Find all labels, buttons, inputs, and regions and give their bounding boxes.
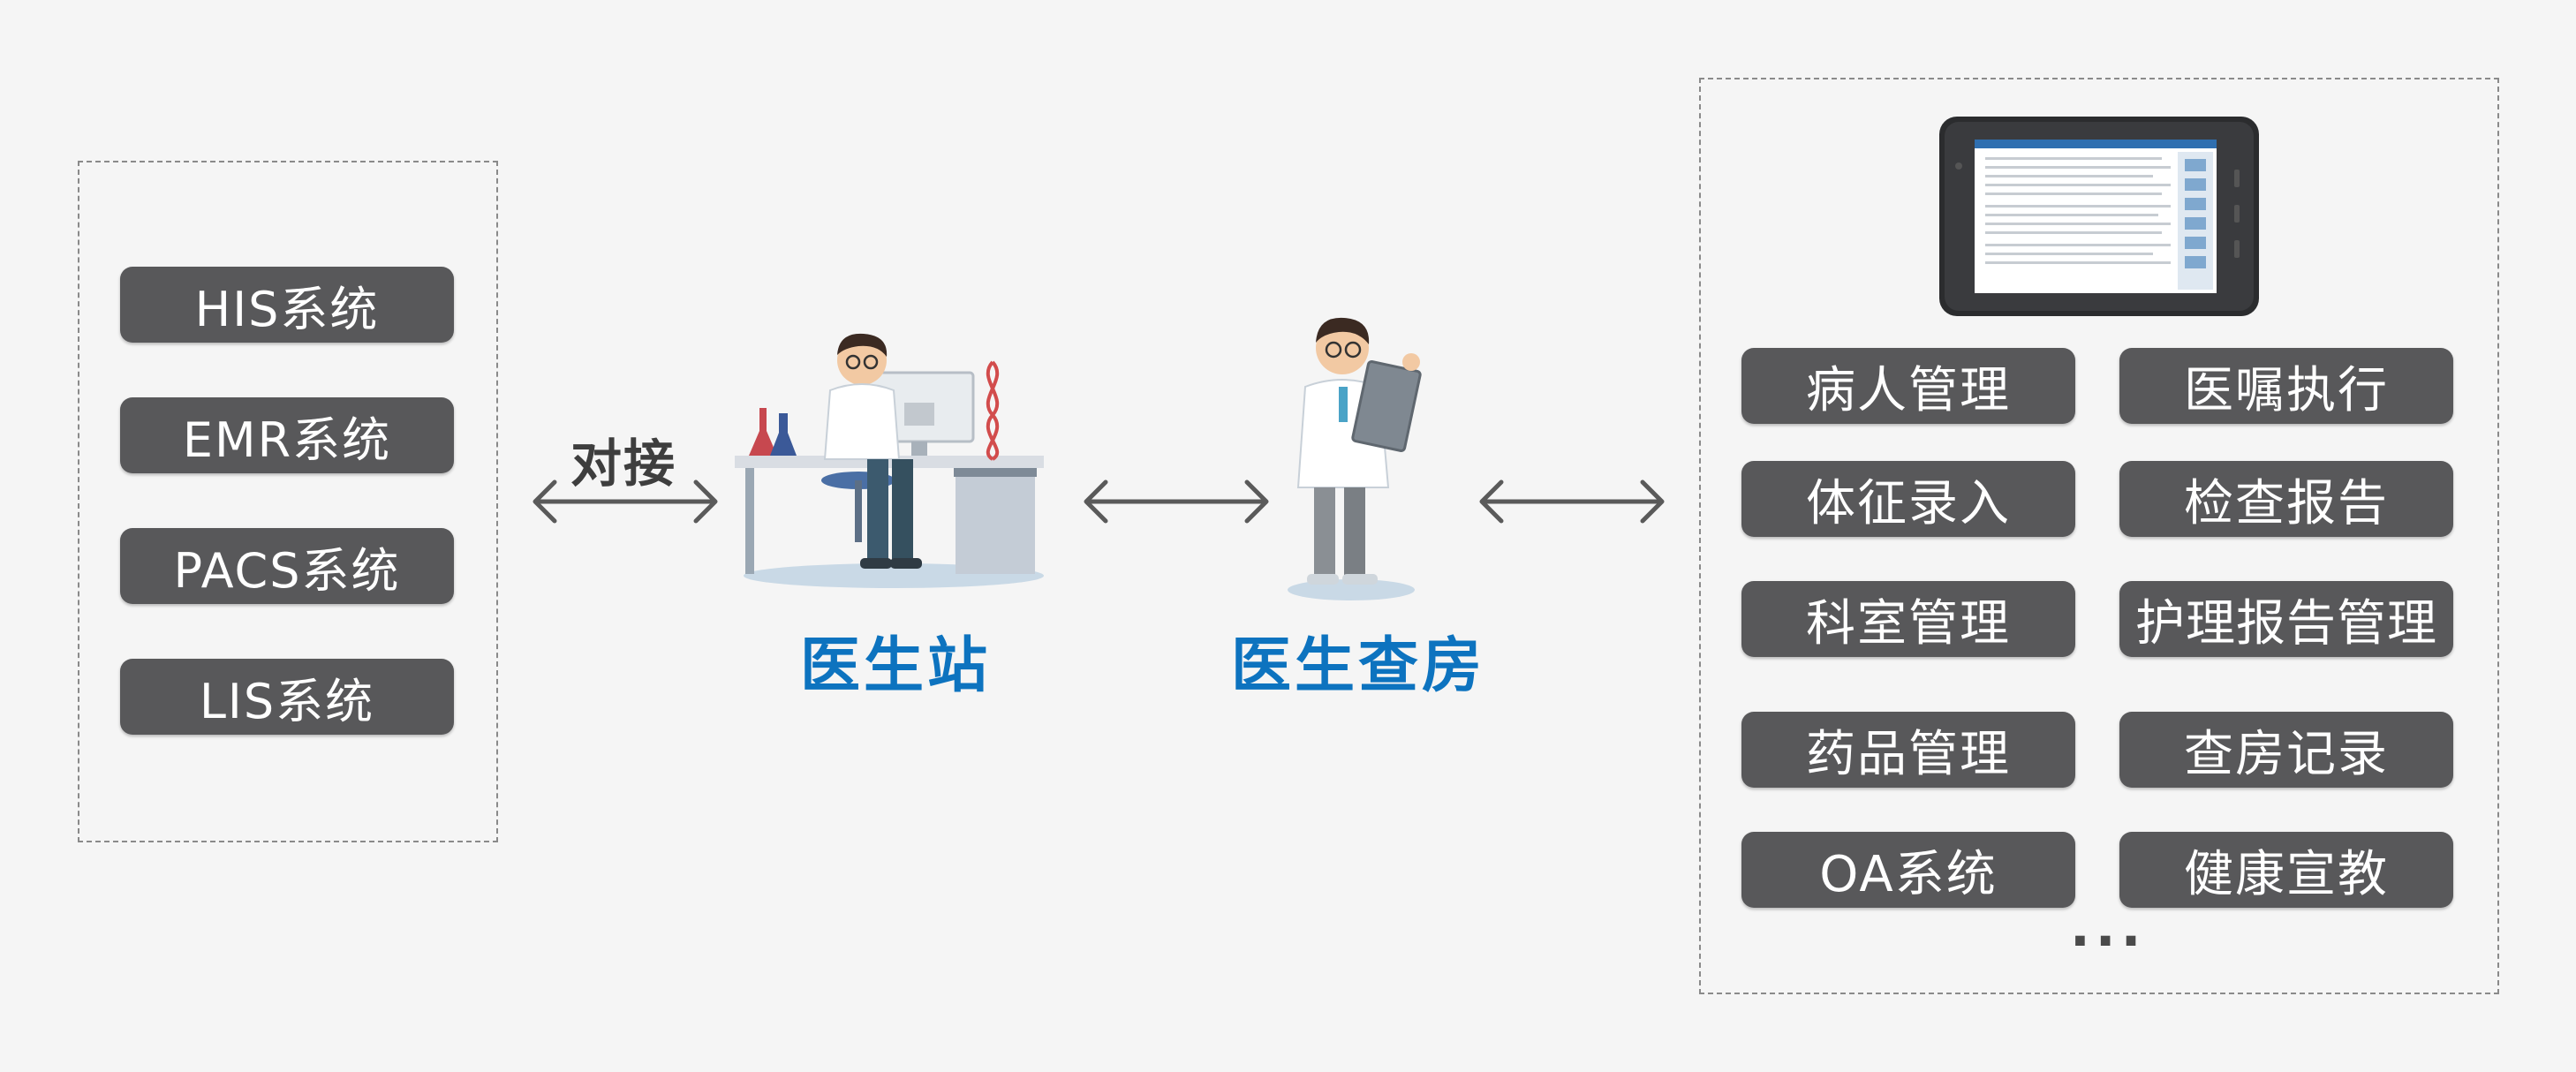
feature-exam-report: 检查报告 [2119, 461, 2453, 537]
doctor-station-label: 医生站 [800, 631, 992, 701]
system-his: HIS系统 [120, 267, 454, 343]
feature-nursing-report-management: 护理报告管理 [2119, 581, 2453, 657]
tablet-device-icon [1939, 117, 2259, 316]
doctor-with-clipboard-icon [1288, 317, 1422, 600]
feature-vital-signs-entry: 体征录入 [1741, 461, 2075, 537]
system-pacs: PACS系统 [120, 528, 454, 604]
more-indicator: ... [2070, 897, 2147, 959]
ward-round-label: 医生查房 [1231, 631, 1486, 701]
feature-order-execution: 医嘱执行 [2119, 348, 2453, 424]
feature-drug-management: 药品管理 [1741, 712, 2075, 788]
connector-label: 对接 [570, 434, 677, 494]
system-emr: EMR系统 [120, 397, 454, 473]
feature-oa-system: OA系统 [1741, 832, 2075, 908]
doctor-at-desk-icon [735, 333, 1044, 588]
double-arrow-icon [1479, 479, 1665, 524]
feature-health-education: 健康宣教 [2119, 832, 2453, 908]
mobile-features-box [1699, 78, 2499, 994]
double-arrow-icon [533, 479, 718, 524]
feature-department-management: 科室管理 [1741, 581, 2075, 657]
connected-systems-box [78, 161, 498, 842]
double-arrow-icon [1084, 479, 1269, 524]
feature-ward-round-record: 查房记录 [2119, 712, 2453, 788]
feature-patient-management: 病人管理 [1741, 348, 2075, 424]
system-lis: LIS系统 [120, 659, 454, 735]
